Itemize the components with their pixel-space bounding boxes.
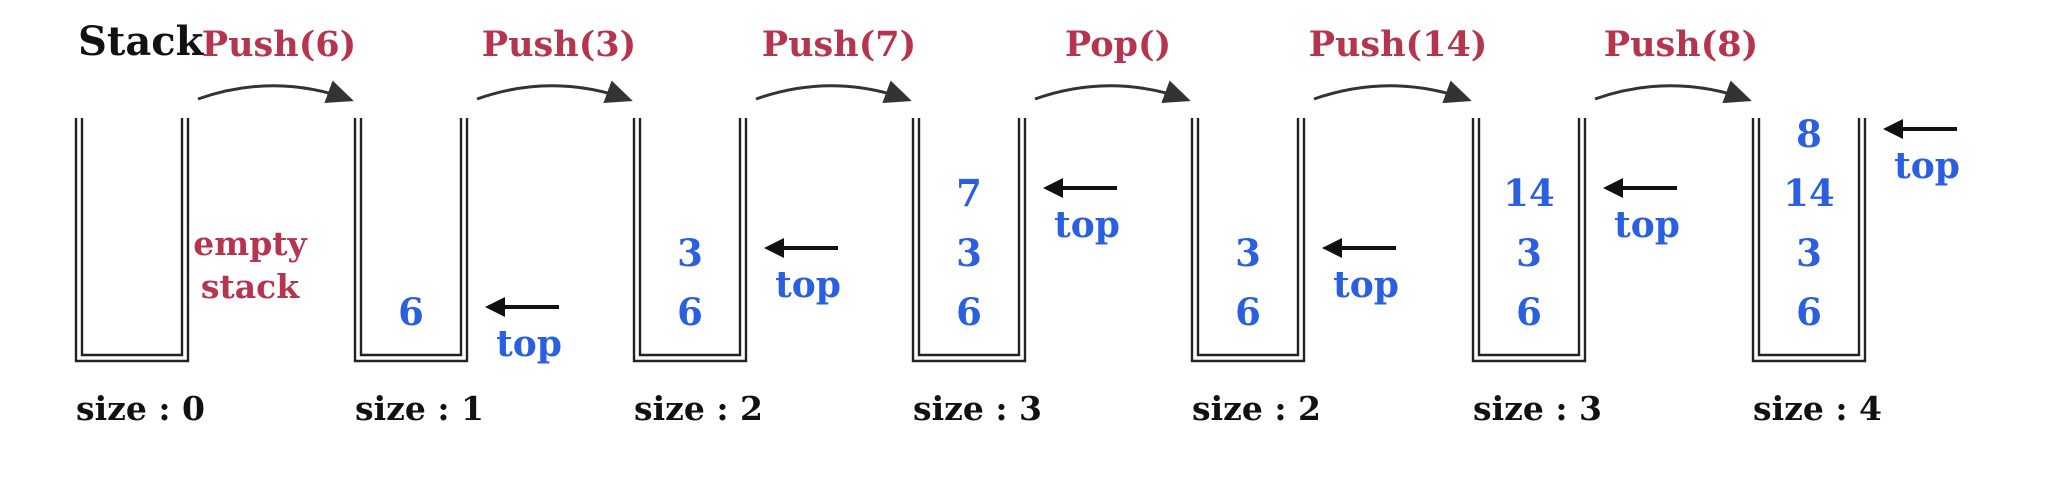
stack-value: 14 (1783, 171, 1835, 215)
stack-value: 6 (398, 290, 424, 334)
stack-inner-wall (638, 118, 742, 357)
operation-2: Push(7) (755, 24, 916, 104)
stack-value: 6 (1235, 290, 1261, 334)
top-pointer-arrowhead (1603, 178, 1623, 198)
stack-6: 6 3 14 8 top size : 4 (1751, 112, 1960, 428)
stack-4: 6 3 top size : 2 (1190, 118, 1399, 428)
stack-outer-wall (1471, 118, 1587, 363)
operation-3: Pop() (1034, 24, 1191, 104)
stack-inner-wall (1477, 118, 1581, 357)
transition-arrow (1313, 80, 1472, 104)
stack-value: 3 (1516, 231, 1542, 275)
empty-note-line2: stack (201, 267, 300, 306)
stack-inner-wall (80, 118, 184, 357)
size-label: size : 4 (1753, 389, 1882, 428)
top-label: top (1614, 204, 1680, 246)
transition-arrow (1034, 80, 1191, 104)
top-label: top (775, 264, 841, 306)
top-label: top (1054, 204, 1120, 246)
stack-inner-wall (1757, 118, 1861, 357)
top-pointer-arrowhead (485, 297, 505, 317)
operation-label: Push(3) (482, 24, 636, 65)
transition-arrow (476, 80, 633, 104)
operation-label: Push(8) (1604, 24, 1758, 65)
operation-label: Push(14) (1309, 24, 1488, 65)
stack-value: 6 (1796, 290, 1822, 334)
operations-layer: Push(6) Push(3) Push(7) Pop() Push(14) Push(8… (197, 24, 1758, 104)
top-pointer-arrowhead (764, 238, 784, 258)
operation-label: Push(7) (762, 24, 916, 65)
stack-outer-wall (632, 118, 748, 363)
top-label: top (1894, 145, 1960, 187)
stack-0: size : 0 (74, 118, 205, 428)
stack-outer-wall (1190, 118, 1306, 363)
stack-value: 6 (1516, 290, 1542, 334)
operation-5: Push(8) (1594, 24, 1758, 104)
stack-value: 3 (677, 231, 703, 275)
stack-value: 6 (956, 290, 982, 334)
transition-arrow (1594, 80, 1752, 104)
top-pointer-arrowhead (1043, 178, 1063, 198)
stack-value: 14 (1503, 171, 1555, 215)
stack-value: 3 (956, 231, 982, 275)
operation-4: Push(14) (1309, 24, 1488, 104)
stack-1: 6 top size : 1 (353, 118, 562, 428)
stack-inner-wall (917, 118, 1021, 357)
operation-0: Push(6) (197, 24, 356, 104)
size-label: size : 2 (1192, 389, 1321, 428)
stack-outer-wall (1751, 118, 1867, 363)
stack-value: 8 (1796, 112, 1822, 156)
operation-label: Push(6) (202, 24, 356, 65)
stack-2: 6 3 top size : 2 (632, 118, 841, 428)
transition-arrow (197, 80, 354, 104)
stack-outer-wall (74, 118, 190, 363)
top-pointer-arrowhead (1883, 119, 1903, 139)
stack-value: 3 (1235, 231, 1261, 275)
stack-outer-wall (911, 118, 1027, 363)
stack-3: 6 3 7 top size : 3 (911, 118, 1120, 428)
stacks-layer: size : 0 6 top size : 1 6 3 top size : 2 6 3 7 top s… (74, 112, 1960, 428)
top-label: top (1333, 264, 1399, 306)
top-label: top (496, 323, 562, 365)
stack-5: 6 3 14 top size : 3 (1471, 118, 1680, 428)
stack-inner-wall (359, 118, 463, 357)
stack-value: 7 (956, 171, 982, 215)
stack-outer-wall (353, 118, 469, 363)
top-pointer-arrowhead (1322, 238, 1342, 258)
stack-inner-wall (1196, 118, 1300, 357)
stack-value: 3 (1796, 231, 1822, 275)
transition-arrow (755, 80, 912, 104)
size-label: size : 3 (1473, 389, 1602, 428)
size-label: size : 1 (355, 389, 484, 428)
size-label: size : 2 (634, 389, 763, 428)
diagram-title: Stack (78, 18, 205, 65)
stack-value: 6 (677, 290, 703, 334)
operation-label: Pop() (1065, 24, 1171, 65)
size-label: size : 0 (76, 389, 205, 428)
size-label: size : 3 (913, 389, 1042, 428)
empty-note-line1: empty (193, 224, 307, 263)
operation-1: Push(3) (476, 24, 636, 104)
